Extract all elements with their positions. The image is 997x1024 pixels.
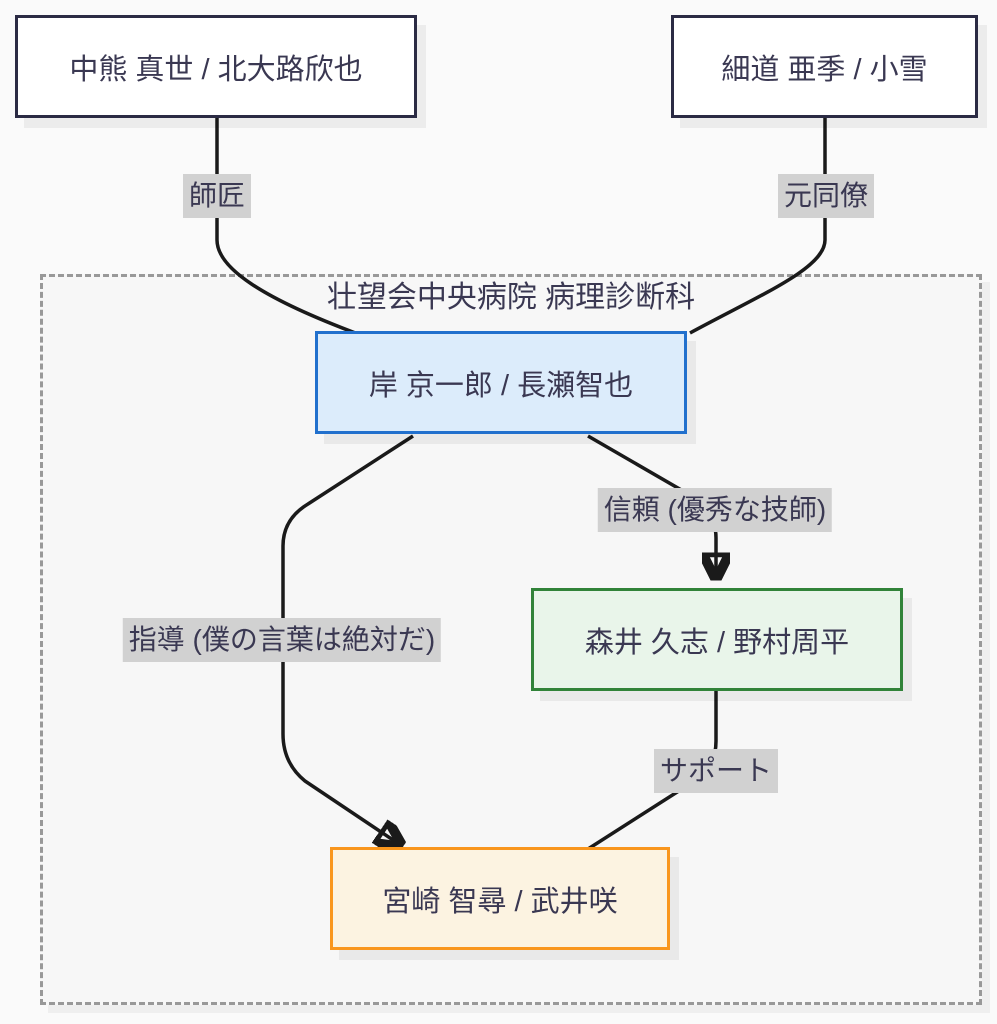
cluster-title: 壮望会中央病院 病理診断科 — [326, 281, 696, 314]
edge-label-motodoryo: 元同僚 — [777, 174, 875, 218]
node-nakakuma: 中熊 真世 / 北大路欣也 — [15, 15, 417, 118]
edge-label-shinrai: 信頼 (優秀な技師) — [597, 488, 833, 532]
edge-label-support: サポート — [653, 749, 779, 793]
node-miyazaki: 宮崎 智尋 / 武井咲 — [330, 847, 670, 950]
node-hosomichi: 細道 亜季 / 小雪 — [671, 15, 978, 118]
node-kishi: 岸 京一郎 / 長瀬智也 — [315, 331, 687, 434]
node-morii: 森井 久志 / 野村周平 — [531, 588, 903, 691]
edge-label-shisho: 師匠 — [182, 174, 252, 218]
edge-label-shido: 指導 (僕の言葉は絶対だ) — [122, 618, 442, 662]
